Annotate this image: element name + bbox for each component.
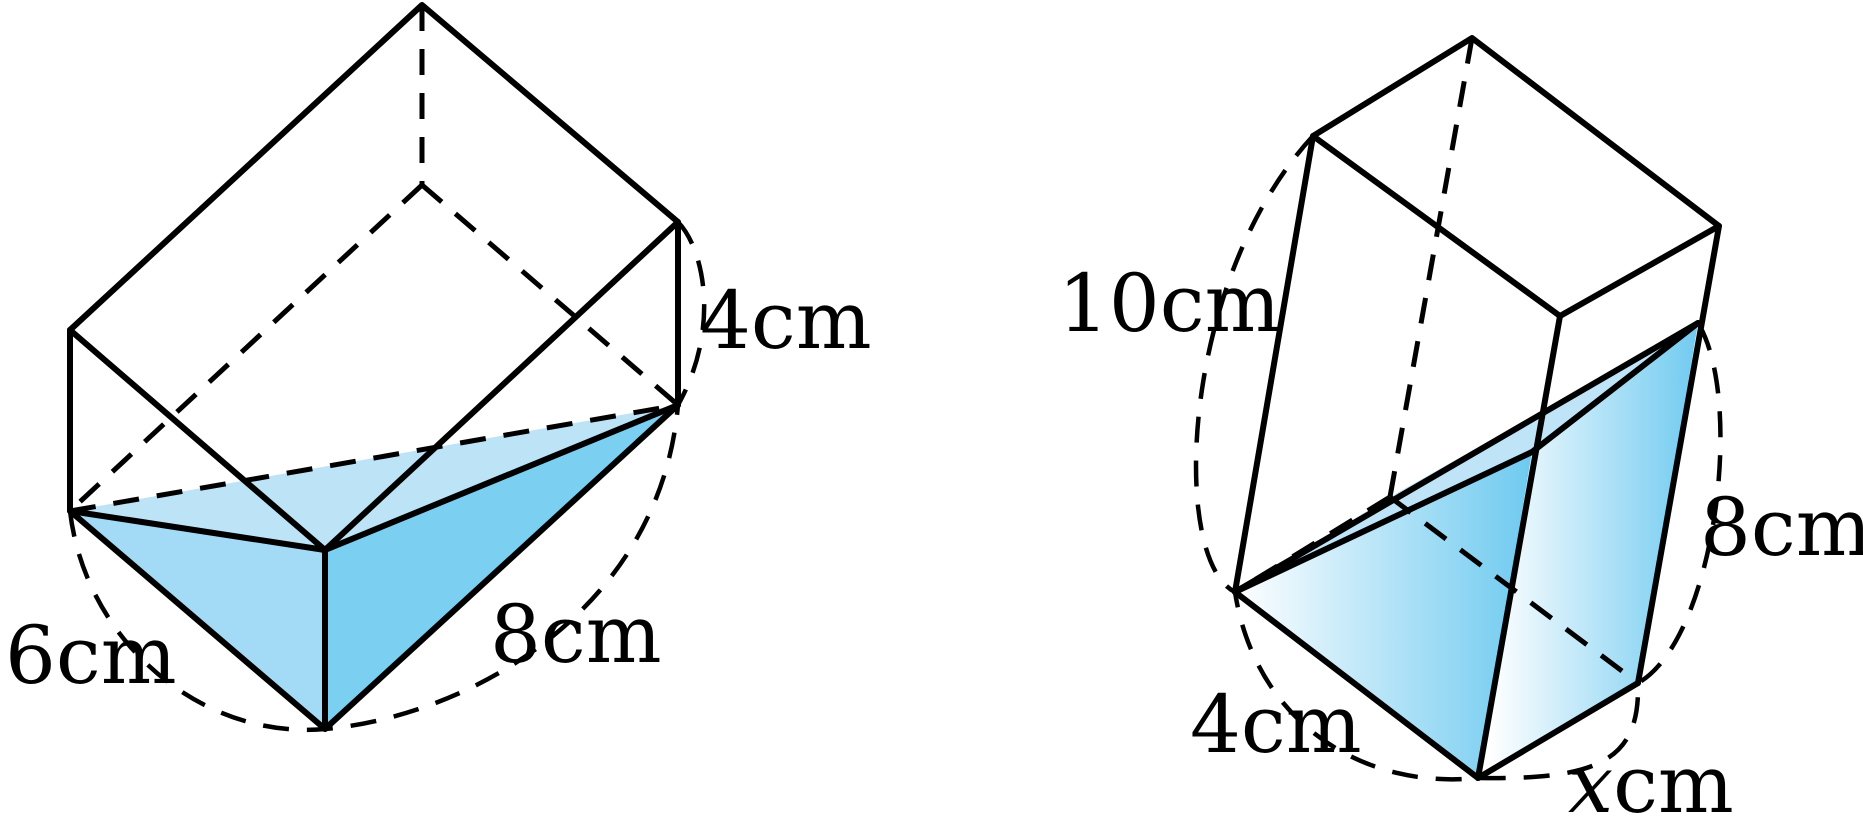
right-top-face [1310,35,1722,319]
left-prism-figure: 4cm 6cm 8cm [5,2,872,733]
left-water-surface [70,405,678,550]
left-width-label: 6cm [5,609,177,702]
unknown-variable: x [1568,738,1613,831]
right-unknown-label: xcm [1568,738,1734,831]
left-visible-edges [67,2,681,408]
left-height-label: 4cm [700,274,872,367]
right-water-right-face [1478,323,1698,778]
right-width-label: 4cm [1190,678,1362,771]
left-dashed-arc-bottom [67,404,681,733]
right-visible-edge [1232,589,1481,781]
right-water-edge [1529,320,1701,455]
right-visible-edge [1475,680,1641,781]
right-height-label: 10cm [1058,257,1280,350]
right-visible-edge [1635,223,1722,686]
right-hidden-edge [1387,37,1475,498]
left-visible-edge [322,219,681,553]
right-water-left-face [1235,452,1532,778]
left-visible-edges [67,327,681,732]
left-hidden-edge [420,183,680,407]
left-dashed-arc-top [676,220,707,407]
right-water-edge [1232,320,1701,595]
left-water-hidden-edge [69,402,679,514]
left-water-edge [67,508,328,553]
left-visible-edge [67,327,328,553]
right-prism-figure: 10cm 4cm 8cm xcm [1058,35,1863,831]
left-hidden-edge [68,183,424,513]
right-water-edge [1232,449,1535,595]
right-visible-edge [1475,313,1563,781]
left-water-edge [322,402,681,553]
unknown-unit: cm [1613,738,1734,831]
right-visible-edge [1232,133,1316,595]
left-length-label: 8cm [490,588,662,681]
right-water-label: 8cm [1700,481,1863,574]
